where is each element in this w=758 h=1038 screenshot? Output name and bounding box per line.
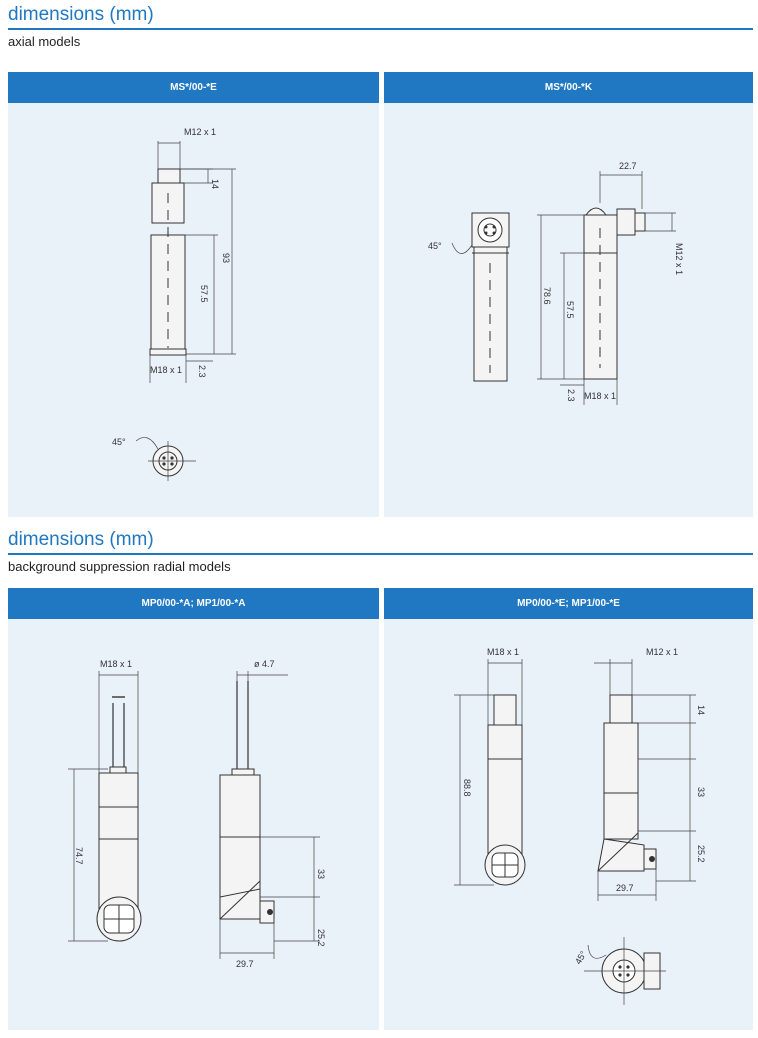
drawing-line bbox=[451, 242, 473, 254]
label-14: 14 bbox=[696, 705, 706, 715]
drawing-line bbox=[219, 836, 261, 898]
drawing-line bbox=[597, 838, 645, 872]
label-88-8: 88.8 bbox=[462, 779, 472, 797]
drawing-line bbox=[484, 225, 488, 229]
drawing-line bbox=[492, 231, 496, 235]
label-57-5: 57.5 bbox=[199, 285, 209, 303]
drawing-line bbox=[135, 437, 159, 450]
drawing-line bbox=[219, 880, 261, 920]
label-thread-bottom: M18 x 1 bbox=[584, 391, 616, 401]
drawing-ms-k: 45° 22.7 M12 x 1 78.6 57.5 2.3 M18 x 1 bbox=[428, 161, 684, 405]
label-thread-bottom: M18 x 1 bbox=[150, 365, 182, 375]
drawing-line bbox=[609, 694, 633, 724]
label-thread-side: M12 x 1 bbox=[674, 243, 684, 275]
front-body bbox=[487, 724, 523, 866]
panel-header: MS*/00-*K bbox=[384, 72, 753, 103]
drawing-line bbox=[109, 766, 127, 774]
side-body bbox=[603, 722, 639, 794]
panel-ms-k: MS*/00-*K 45° 22.7 M12 x 1 78.6 bbox=[384, 72, 753, 517]
label-29-7: 29.7 bbox=[236, 959, 254, 969]
panel-header: MS*/00-*E bbox=[8, 72, 379, 103]
label-22-7: 22.7 bbox=[619, 161, 637, 171]
drawing-line bbox=[597, 832, 639, 872]
side-connector bbox=[616, 208, 636, 236]
drawing-line bbox=[618, 973, 622, 977]
label-angle: 45° bbox=[428, 241, 442, 251]
label-2-3: 2.3 bbox=[566, 389, 576, 402]
label-angle: 45° bbox=[573, 949, 589, 966]
label-74-7: 74.7 bbox=[74, 847, 84, 865]
side-body bbox=[219, 774, 261, 838]
section-subtitle-axial: axial models bbox=[8, 34, 81, 49]
label-thread: M18 x 1 bbox=[100, 659, 132, 669]
drawing-line bbox=[484, 231, 488, 235]
panel-mp-a: MP0/00-*A; MP1/00-*A M18 x 1 74.7 ø 4.7 bbox=[8, 588, 379, 1030]
label-33: 33 bbox=[696, 787, 706, 797]
panel-mp-e: MP0/00-*E; MP1/00-*E M18 x 1 88.8 M12 x … bbox=[384, 588, 753, 1030]
drawing-line bbox=[626, 973, 630, 977]
drawing-line bbox=[267, 909, 273, 915]
drawing-mp-a: M18 x 1 74.7 ø 4.7 33 25.2 29.7 bbox=[68, 659, 326, 969]
drawing-line bbox=[634, 212, 646, 232]
drawing-line bbox=[477, 217, 503, 243]
label-25-2: 25.2 bbox=[316, 929, 326, 947]
label-dia: ø 4.7 bbox=[254, 659, 275, 669]
drawing-line bbox=[492, 225, 496, 229]
drawing-line bbox=[170, 462, 174, 466]
label-2-3: 2.3 bbox=[197, 365, 207, 378]
section-rule bbox=[8, 28, 753, 30]
drawing-line bbox=[231, 768, 255, 776]
section-rule bbox=[8, 553, 753, 555]
drawing-ms-e: M12 x 1 14 93 57.5 M18 x 1 2.3 45° bbox=[112, 127, 236, 481]
lens-ring bbox=[149, 348, 187, 356]
drawing-line bbox=[483, 223, 497, 237]
label-29-7: 29.7 bbox=[616, 883, 634, 893]
label-57-5: 57.5 bbox=[565, 301, 575, 319]
label-thread-top: M12 x 1 bbox=[184, 127, 216, 137]
panel-ms-e: MS*/00-*E M12 x 1 14 93 57.5 M18 x 1 2.3 bbox=[8, 72, 379, 517]
label-angle: 45° bbox=[112, 437, 126, 447]
connector-thread bbox=[157, 168, 181, 184]
panel-header: MP0/00-*A; MP1/00-*A bbox=[8, 588, 379, 619]
label-thread-conn: M12 x 1 bbox=[646, 647, 678, 657]
drawing-line bbox=[626, 965, 630, 969]
section-subtitle-radial: background suppression radial models bbox=[8, 559, 231, 574]
label-93: 93 bbox=[221, 253, 231, 263]
label-78-6: 78.6 bbox=[542, 287, 552, 305]
front-body bbox=[98, 772, 139, 916]
section-title-axial: dimensions (mm) bbox=[8, 4, 154, 25]
panel-header: MP0/00-*E; MP1/00-*E bbox=[384, 588, 753, 619]
drawing-line bbox=[618, 965, 622, 969]
drawing-line bbox=[170, 456, 174, 460]
drawing-line bbox=[493, 694, 517, 726]
label-14: 14 bbox=[210, 179, 220, 189]
label-33: 33 bbox=[316, 869, 326, 879]
drawing-line bbox=[162, 462, 166, 466]
label-thread: M18 x 1 bbox=[487, 647, 519, 657]
drawing-line bbox=[585, 207, 607, 216]
label-25-2: 25.2 bbox=[696, 845, 706, 863]
drawing-line bbox=[649, 856, 655, 862]
drawing-line bbox=[162, 456, 166, 460]
drawing-mp-e: M18 x 1 88.8 M12 x 1 14 33 25.2 29.7 bbox=[454, 647, 706, 1005]
drawing-line bbox=[587, 944, 607, 959]
drawing-line bbox=[603, 792, 639, 840]
section-title-radial: dimensions (mm) bbox=[8, 529, 154, 550]
